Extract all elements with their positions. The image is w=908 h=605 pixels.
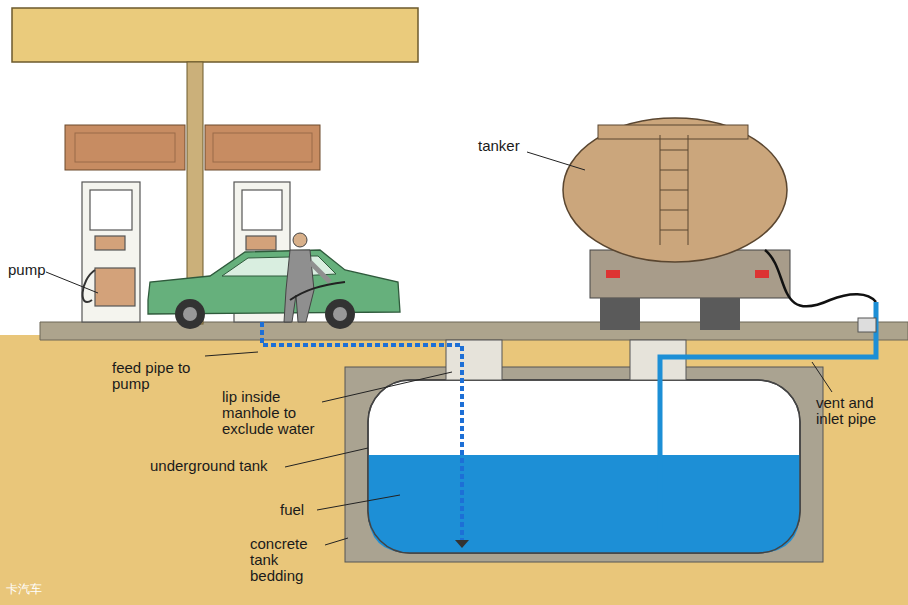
part-label: lip inside manhole to exclude water	[222, 389, 340, 438]
watermark: 卡汽车	[6, 583, 86, 596]
part-label: tanker	[478, 138, 538, 154]
part-label: fuel	[280, 502, 320, 518]
part-label: pump	[8, 262, 53, 278]
part-label: concrete tank bedding	[250, 536, 328, 585]
part-label: vent and inlet pipe	[816, 395, 904, 427]
part-label: feed pipe to pump	[112, 360, 207, 392]
part-label: underground tank	[150, 458, 290, 474]
